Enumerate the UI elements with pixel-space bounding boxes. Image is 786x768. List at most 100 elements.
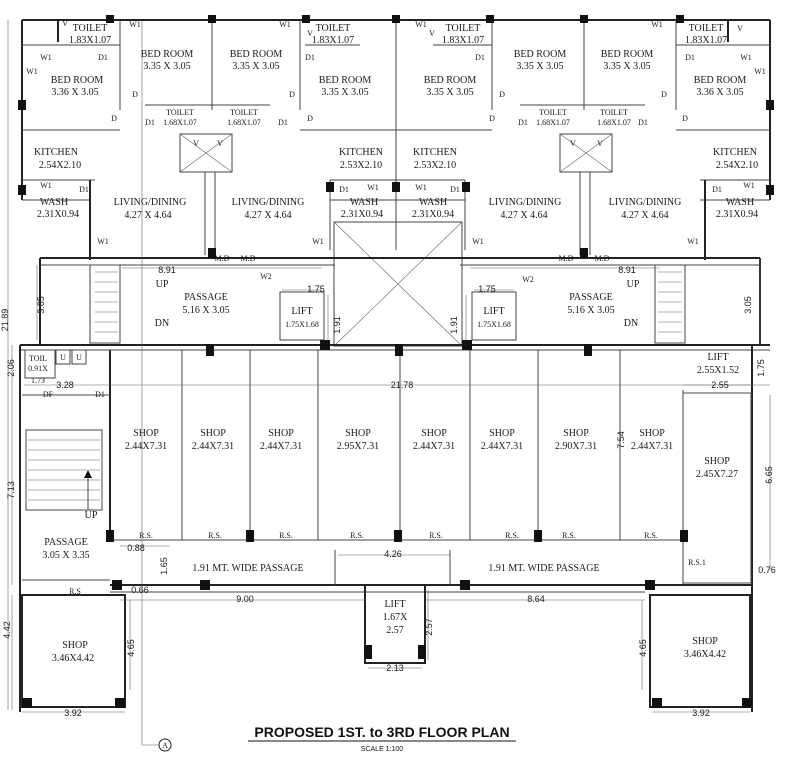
tag-df: DF (43, 390, 54, 399)
grid-marker-label: A (162, 741, 168, 750)
dim-305-left: 3.05 (36, 296, 46, 314)
room-stoilet-3-name: TOILET (539, 108, 567, 117)
room-shop-6-size: 2.44X7.31 (481, 441, 523, 452)
tag-v: V (62, 19, 68, 28)
room-kitchen-1-name: KITCHEN (34, 147, 78, 158)
dim-864: 8.64 (527, 594, 545, 604)
tag-d1: D1 (518, 118, 528, 127)
room-shop-3-size: 2.44X7.31 (260, 441, 302, 452)
tag-w1: W1 (472, 237, 484, 246)
room-lift-left-name: LIFT (291, 306, 312, 317)
room-living-1-size: 4.27 X 4.64 (124, 210, 171, 221)
tag-rs: R.S. (505, 531, 519, 540)
room-wash-2-size: 2.31X0.94 (341, 209, 383, 220)
room-bed-3-name: BED ROOM (230, 49, 283, 60)
dim-088: 0.88 (127, 543, 145, 553)
room-shop-low-right-size: 3.46X4.42 (684, 649, 726, 660)
room-wash-3-size: 2.31X0.94 (412, 209, 454, 220)
tag-rs: R.S. (429, 531, 443, 540)
dim-305-right: 3.05 (743, 296, 753, 314)
room-wash-4-size: 2.31X0.94 (716, 209, 758, 220)
room-shop-2-size: 2.44X7.31 (192, 441, 234, 452)
room-kitchen-4-size: 2.54X2.10 (716, 160, 758, 171)
room-passage-low-size: 3.05 X 3.35 (42, 550, 89, 561)
tag-v: V (193, 139, 199, 148)
tag-d: D (499, 90, 505, 99)
dim-257: 2.57 (424, 618, 434, 636)
room-lift-top-right-size: 2.55X1.52 (697, 365, 739, 376)
tag-w1: W1 (40, 181, 52, 190)
dim-465-right: 4.65 (638, 639, 648, 657)
room-kitchen-4-name: KITCHEN (713, 147, 757, 158)
room-bed-4-size: 3.35 X 3.05 (321, 87, 368, 98)
tag-d: D (289, 90, 295, 99)
room-toilet-3-size: 1.83X1.07 (442, 35, 484, 46)
tag-d1: D1 (79, 185, 89, 194)
room-bed-7-size: 3.35 X 3.05 (603, 61, 650, 72)
tag-v: V (217, 139, 223, 148)
room-bed-6-name: BED ROOM (514, 49, 567, 60)
room-toilet-small-extra: 1.73 (31, 376, 45, 385)
room-shop-9-size: 2.45X7.27 (696, 469, 738, 480)
tag-w1: W1 (312, 237, 324, 246)
room-bed-5-name: BED ROOM (424, 75, 477, 86)
duct-shafts (179, 133, 613, 255)
dim-442: 4.42 (2, 621, 12, 639)
tag-up: UP (156, 279, 169, 290)
passage-band (20, 257, 770, 351)
room-stoilet-1-size: 1.68X1.07 (163, 118, 197, 127)
tag-d1: D1 (305, 53, 315, 62)
room-toilet-2-size: 1.83X1.07 (312, 35, 354, 46)
tag-d1: D1 (95, 390, 105, 399)
tag-dn: DN (155, 318, 169, 329)
dim-175-left: 1.75 (307, 284, 325, 294)
room-shop-6-name: SHOP (489, 428, 515, 439)
room-shop-5-size: 2.44X7.31 (413, 441, 455, 452)
room-kitchen-3-name: KITCHEN (413, 147, 457, 158)
tag-rs1: R.S.1 (688, 558, 706, 567)
tag-d1: D1 (145, 118, 155, 127)
dim-165: 1.65 (159, 557, 169, 575)
dim-392-left: 3.92 (64, 708, 82, 718)
tag-d1: D1 (475, 53, 485, 62)
dim-175-lift: 1.75 (756, 359, 766, 377)
room-bed-8-name: BED ROOM (694, 75, 747, 86)
room-shop-low-left-size: 3.46X4.42 (52, 653, 94, 664)
room-living-1-name: LIVING/DINING (114, 197, 187, 208)
dim-891-left: 8.91 (158, 265, 176, 275)
room-lift-low-size1: 1.67X (383, 612, 409, 623)
dim-665: 6.65 (764, 466, 774, 484)
tag-w1: W1 (754, 67, 766, 76)
dim-713: 7.13 (6, 481, 16, 499)
room-stoilet-2-name: TOILET (230, 108, 258, 117)
room-shop-8-name: SHOP (639, 428, 665, 439)
room-wash-1-size: 2.31X0.94 (37, 209, 79, 220)
room-stoilet-1-name: TOILET (166, 108, 194, 117)
opening-tags: W1 W1 W1 W1 W1 W1 W1 W1 W1 W1 W1 W1 W1 W… (26, 19, 766, 596)
tag-v: V (429, 29, 435, 38)
tag-rs: R.S. (562, 531, 576, 540)
room-lift-top-right-name: LIFT (707, 352, 728, 363)
tag-d1: D1 (685, 53, 695, 62)
dim-900: 9.00 (236, 594, 254, 604)
dim-191-left: 1.91 (332, 316, 342, 334)
room-lift-low-name: LIFT (384, 599, 405, 610)
room-living-4-name: LIVING/DINING (609, 197, 682, 208)
room-lift-right-name: LIFT (483, 306, 504, 317)
room-shop-7-size: 2.90X7.31 (555, 441, 597, 452)
room-shop-5-name: SHOP (421, 428, 447, 439)
grid-marker-circle (158, 738, 172, 752)
room-passage-left-size: 5.16 X 3.05 (182, 305, 229, 316)
room-wide-passage-right: 1.91 MT. WIDE PASSAGE (488, 563, 599, 574)
room-toilet-2-name: TOILET (316, 23, 351, 34)
room-shop-9-name: SHOP (704, 456, 730, 467)
room-bed-2-size: 3.35 X 3.05 (143, 61, 190, 72)
room-toilet-1-size: 1.83X1.07 (69, 35, 111, 46)
room-stoilet-4-name: TOILET (600, 108, 628, 117)
dim-465-left: 4.65 (126, 639, 136, 657)
room-lift-left-size: 1.75X1.68 (285, 320, 319, 329)
room-stoilet-4-size: 1.68X1.07 (597, 118, 631, 127)
tag-d: D (661, 90, 667, 99)
tag-d1: D1 (98, 53, 108, 62)
tag-md: M.D (241, 254, 256, 263)
